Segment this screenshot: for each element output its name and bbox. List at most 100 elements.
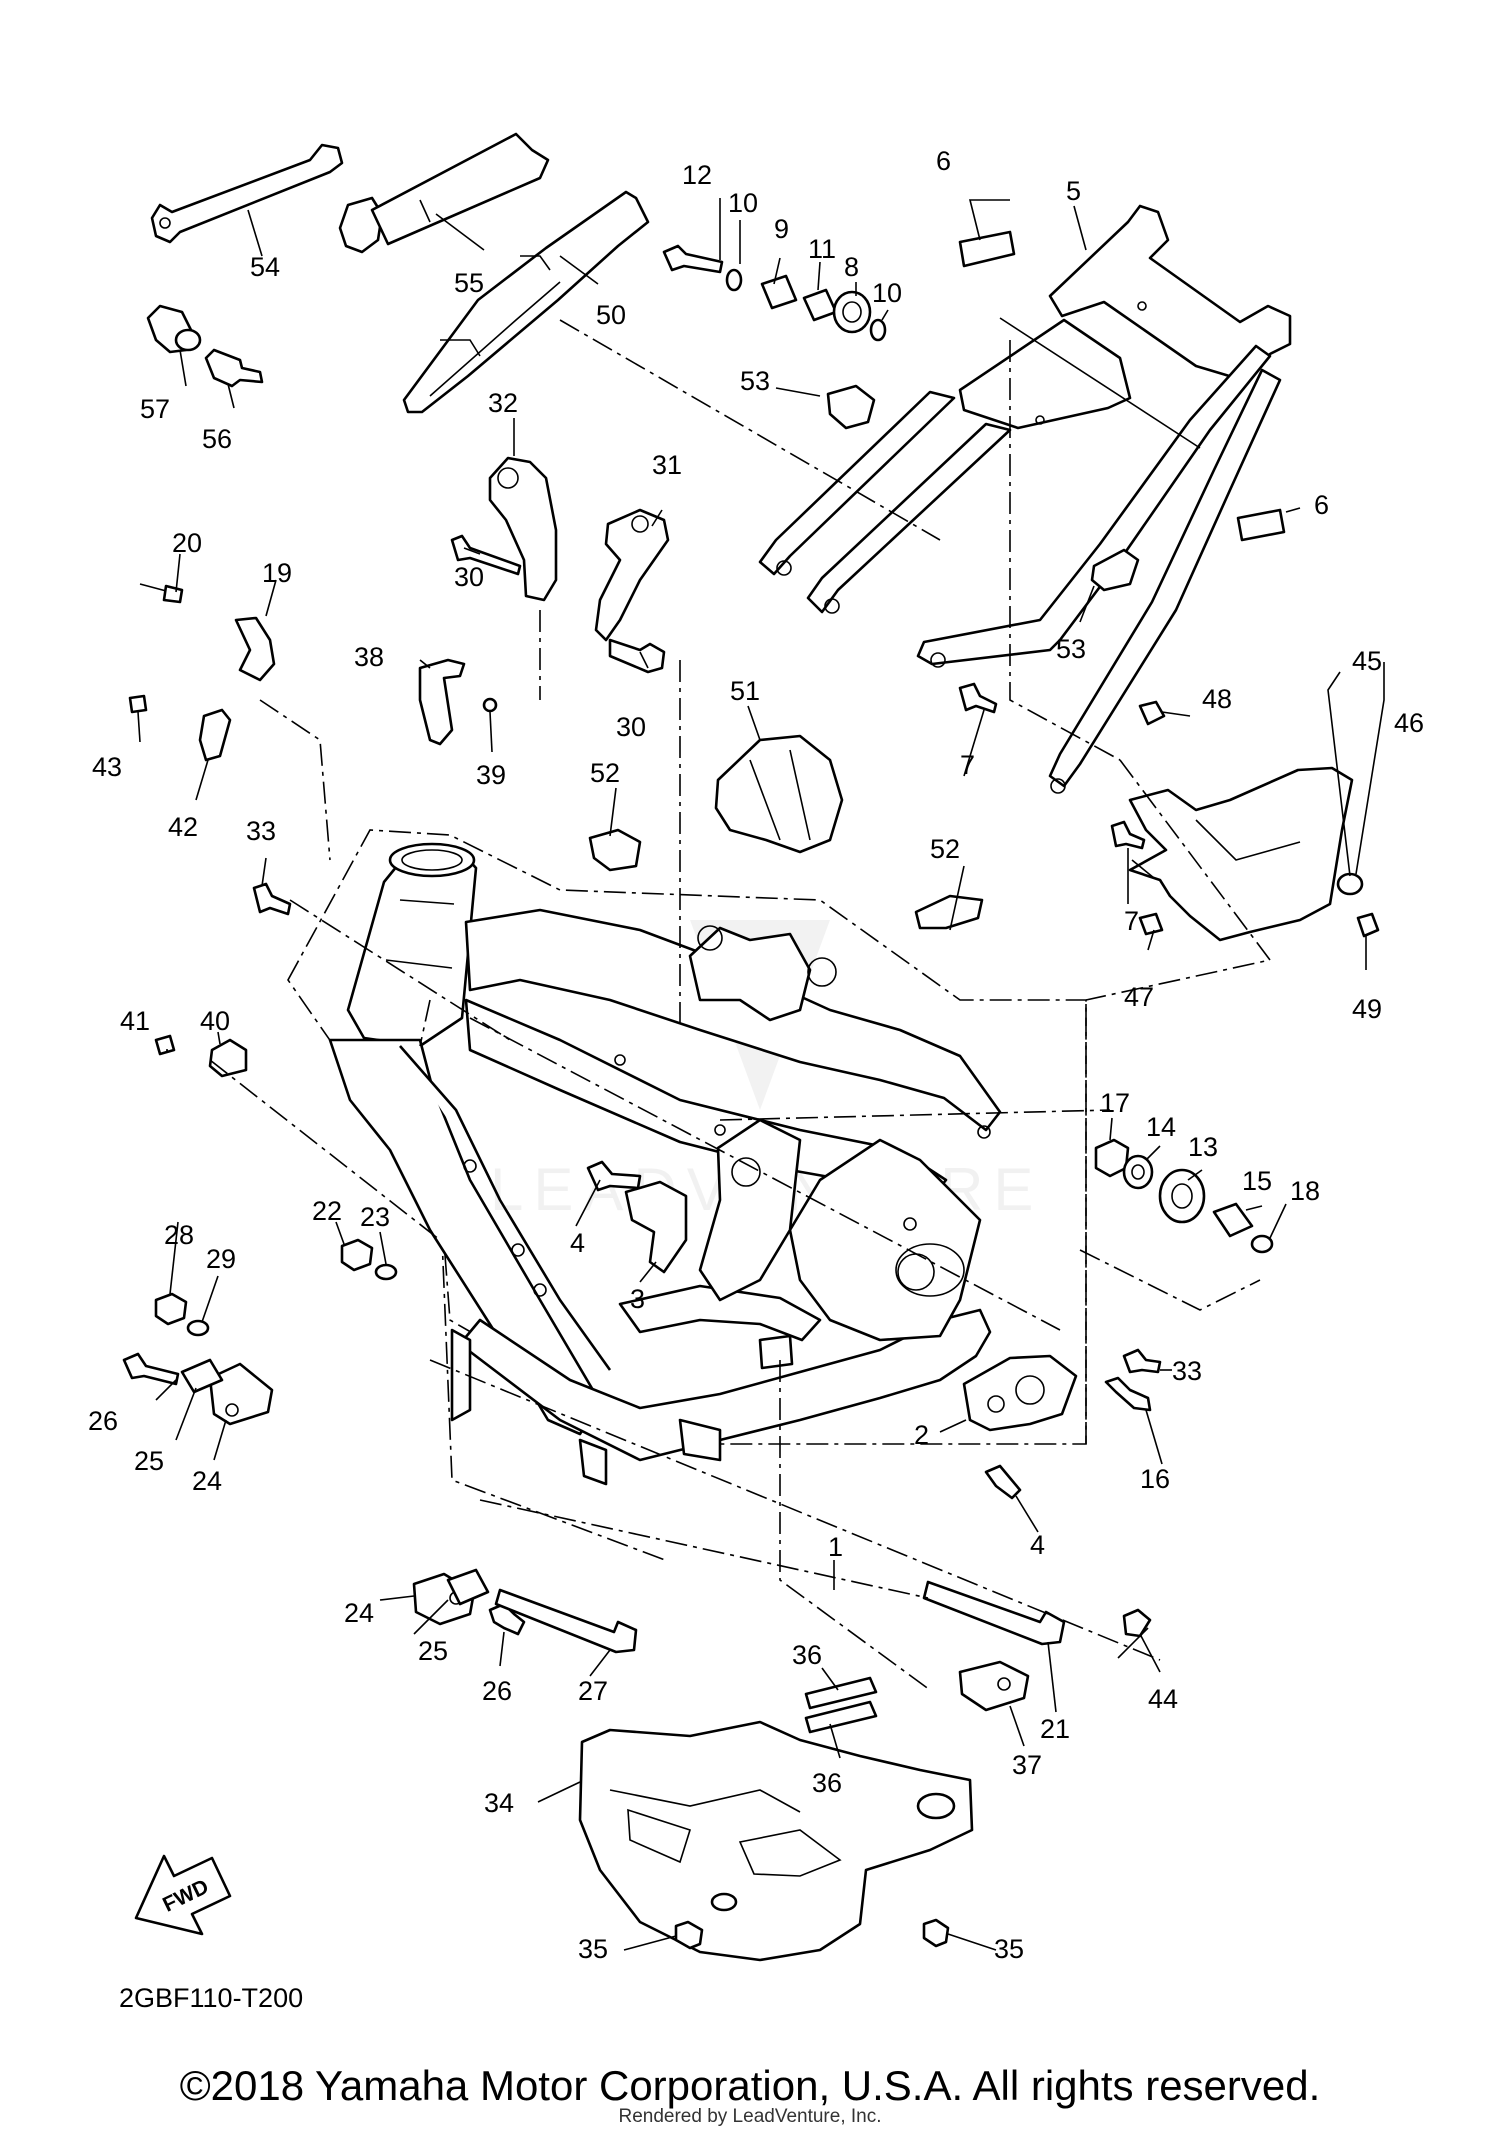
callout-53: 53	[1056, 634, 1086, 664]
bearing-13	[1158, 1168, 1206, 1224]
callout-35: 35	[578, 1934, 608, 1964]
callout-36: 36	[812, 1768, 842, 1798]
collar-9	[760, 274, 798, 310]
bolt-26-left	[122, 1352, 180, 1386]
bolt-48	[1138, 700, 1166, 726]
callout-4: 4	[1030, 1530, 1045, 1560]
callouts: 1 2 3 4 4 5 6 6 7 7 8 9 10 10 11 12 13 1…	[88, 146, 1424, 1964]
callout-22: 22	[312, 1196, 342, 1226]
bearing-14	[1122, 1154, 1154, 1190]
callout-46: 46	[1394, 708, 1424, 738]
engine-bolt-27	[494, 1588, 638, 1654]
callout-21: 21	[1040, 1714, 1070, 1744]
callout-2: 2	[914, 1420, 929, 1450]
callout-44: 44	[1148, 1684, 1178, 1714]
callout-4: 4	[570, 1228, 585, 1258]
bolt-33-upper	[252, 882, 292, 916]
callout-51: 51	[730, 676, 760, 706]
callout-24: 24	[192, 1466, 222, 1496]
callout-27: 27	[578, 1676, 608, 1706]
callout-20: 20	[172, 528, 202, 558]
diagram-code: 2GBF110-T200	[119, 1983, 304, 2013]
callout-26: 26	[88, 1406, 118, 1436]
bolt-49	[1356, 912, 1380, 938]
bracket-38	[418, 658, 466, 746]
side-cover-45	[1128, 766, 1354, 942]
screw-43	[128, 694, 148, 714]
callout-52: 52	[590, 758, 620, 788]
callout-56: 56	[202, 424, 232, 454]
chain-guide	[402, 190, 650, 414]
callout-28: 28	[164, 1220, 194, 1250]
callout-8: 8	[844, 252, 859, 282]
bolt-16	[1104, 1376, 1152, 1412]
fwd-arrow-icon: FWD	[134, 1854, 232, 1936]
callout-23: 23	[360, 1202, 390, 1232]
callout-53: 53	[740, 366, 770, 396]
skid-plate-34	[578, 1720, 974, 1962]
tool-bolt	[204, 348, 264, 388]
callout-16: 16	[1140, 1464, 1170, 1494]
callout-19: 19	[262, 558, 292, 588]
washer-10-right	[869, 318, 887, 342]
callout-32: 32	[488, 388, 518, 418]
grommet-46	[1336, 872, 1364, 896]
callout-50: 50	[596, 300, 626, 330]
callout-35: 35	[994, 1934, 1024, 1964]
callout-13: 13	[1188, 1132, 1218, 1162]
tool-spoke-key	[146, 304, 202, 354]
washer-10-left	[725, 268, 743, 292]
callout-33: 33	[1172, 1356, 1202, 1386]
damper-36-upper	[804, 1676, 878, 1710]
washer-18	[1250, 1234, 1274, 1254]
callout-43: 43	[92, 752, 122, 782]
callout-30: 30	[454, 562, 484, 592]
callout-31: 31	[652, 450, 682, 480]
engine-bracket-2	[962, 1354, 1078, 1432]
leader-lines	[137, 198, 1385, 1951]
callout-18: 18	[1290, 1176, 1320, 1206]
nut-22	[340, 1238, 374, 1272]
bolt-30-lower	[608, 638, 666, 674]
label-sticker-top	[958, 230, 1016, 268]
callout-6: 6	[1314, 490, 1329, 520]
callout-33: 33	[246, 816, 276, 846]
clip-53-lower	[1090, 548, 1140, 592]
callout-48: 48	[1202, 684, 1232, 714]
clamp-19	[234, 616, 276, 682]
bolt-30-upper	[450, 534, 522, 576]
callout-24: 24	[344, 1598, 374, 1628]
tool-wrench	[150, 143, 344, 244]
bolt-33-lower	[1122, 1348, 1162, 1374]
callout-39: 39	[476, 760, 506, 790]
bolt-35-right	[922, 1918, 950, 1948]
copyright-text: ©2018 Yamaha Motor Corporation, U.S.A. A…	[179, 2062, 1321, 2109]
bushing-cover-51	[714, 734, 844, 854]
callout-9: 9	[774, 214, 789, 244]
bolt-35-left	[674, 1920, 704, 1950]
clamp-40	[208, 1038, 248, 1078]
clip-52-upper	[588, 828, 642, 872]
callout-26: 26	[482, 1676, 512, 1706]
callout-3: 3	[630, 1284, 645, 1314]
callout-40: 40	[200, 1006, 230, 1036]
callout-10: 10	[728, 188, 758, 218]
damper-37	[958, 1660, 1030, 1712]
engine-bracket-24-left	[208, 1362, 274, 1426]
damper-36-lower	[804, 1700, 878, 1734]
pivot-shaft-21	[922, 1580, 1066, 1646]
clip-53-upper	[826, 384, 876, 430]
callout-36: 36	[792, 1640, 822, 1670]
rear-subframe	[758, 204, 1292, 794]
callout-7: 7	[1124, 906, 1139, 936]
callout-15: 15	[1242, 1166, 1272, 1196]
clamp-42	[198, 708, 232, 762]
callout-12: 12	[682, 160, 712, 190]
callout-14: 14	[1146, 1112, 1176, 1142]
callout-45: 45	[1352, 646, 1382, 676]
washer-29	[186, 1319, 210, 1337]
callout-25: 25	[134, 1446, 164, 1476]
collar-15	[1212, 1202, 1254, 1238]
bracket-3	[624, 1180, 688, 1274]
